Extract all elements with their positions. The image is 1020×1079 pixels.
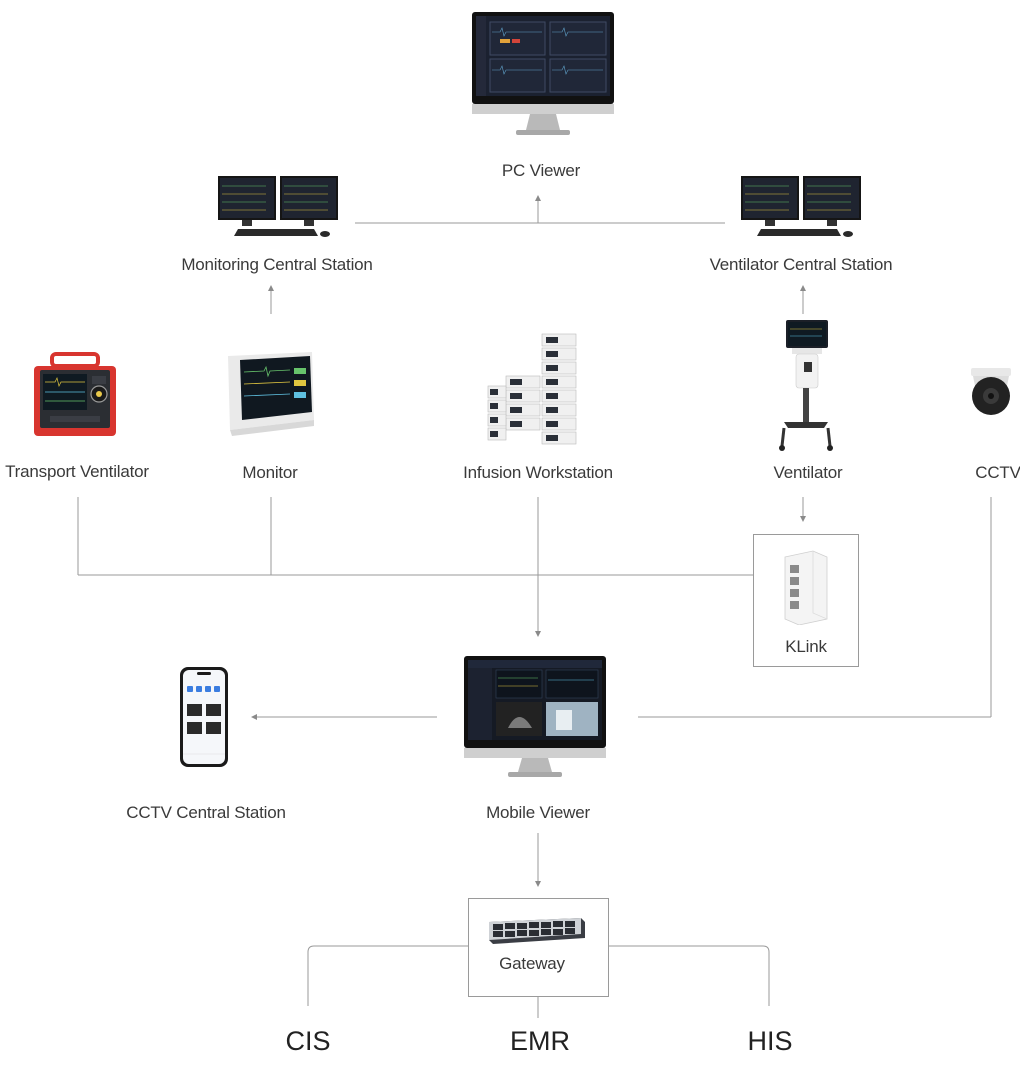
transport-ventilator-device: [34, 352, 116, 436]
label-mobile-viewer: Mobile Viewer: [486, 803, 590, 822]
gateway-device: [489, 918, 585, 944]
label-cctv-central-station: CCTV Central Station: [126, 803, 286, 822]
label-gateway: Gateway: [499, 954, 565, 973]
monitor-device: [228, 352, 314, 436]
klink-device: [784, 550, 828, 625]
label-ventilator-central-station: Ventilator Central Station: [709, 255, 893, 274]
label-monitoring-central-station: Monitoring Central Station: [181, 255, 373, 274]
infusion-workstation-device: [487, 333, 577, 445]
ventilator-device: [779, 320, 833, 451]
cctv-central-station-device: [180, 667, 228, 767]
monitoring-central-station-device: [218, 176, 338, 237]
label-cctv: CCTV: [975, 463, 1020, 482]
cctv-device: [971, 368, 1011, 415]
mobile-viewer-device: [464, 656, 606, 777]
label-monitor: Monitor: [242, 463, 298, 482]
link-gateway-cis: [307, 945, 468, 1006]
label-emr: EMR: [510, 1026, 570, 1056]
label-ventilator: Ventilator: [773, 463, 843, 482]
gateway-box: [468, 898, 609, 997]
label-pc-viewer: PC Viewer: [501, 161, 581, 180]
pc-viewer-device: [472, 12, 614, 135]
label-infusion-workstation: Infusion Workstation: [463, 463, 613, 482]
ventilator-central-station-device: [741, 176, 861, 237]
link-gateway-his: [608, 945, 770, 1006]
label-cis: CIS: [285, 1026, 331, 1056]
label-his: HIS: [747, 1026, 793, 1056]
label-klink: KLink: [785, 637, 827, 656]
label-transport-ventilator: Transport Ventilator: [5, 462, 149, 481]
